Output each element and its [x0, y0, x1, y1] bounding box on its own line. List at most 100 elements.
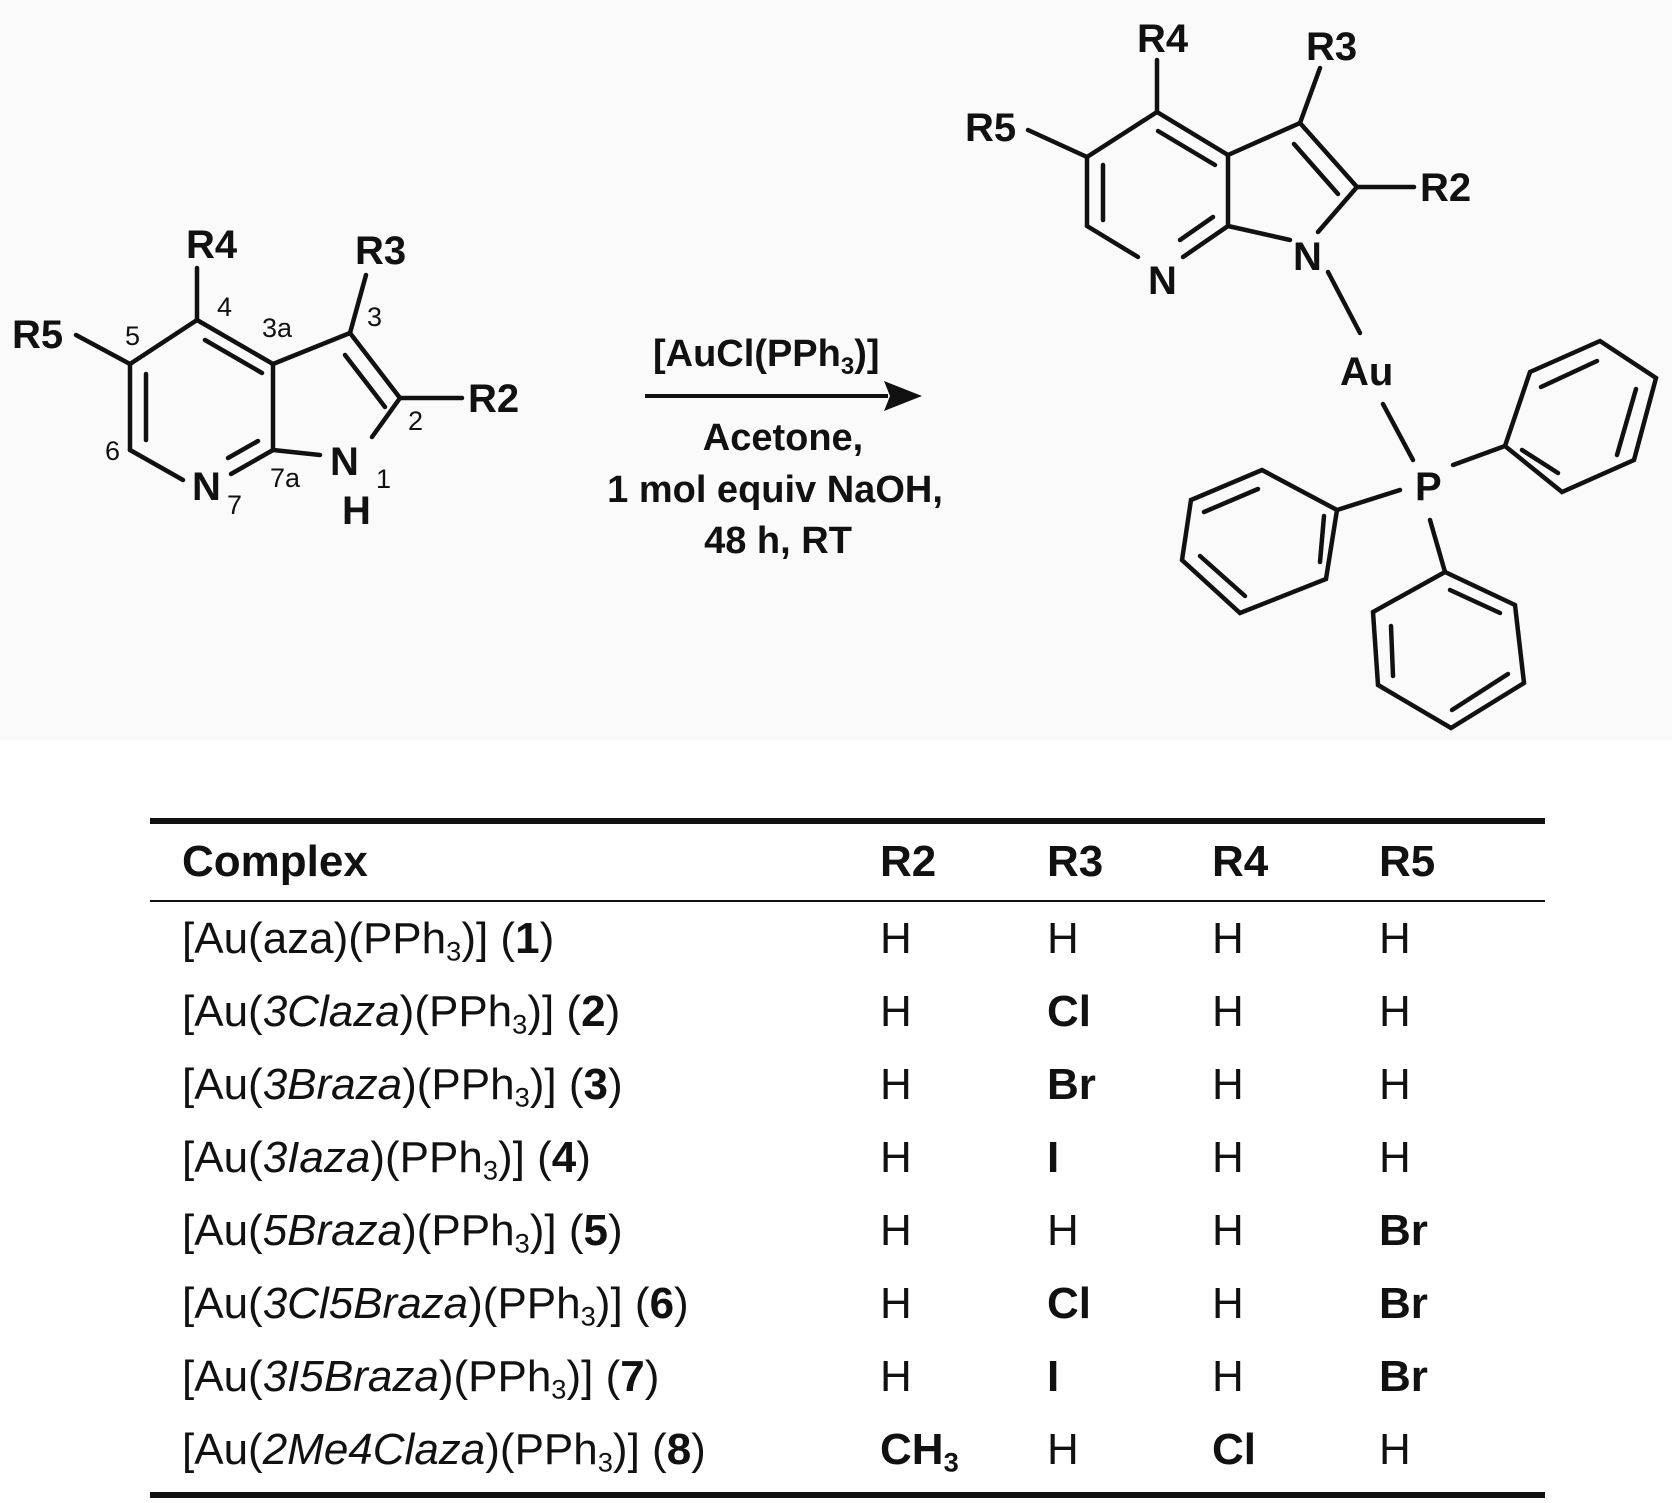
bond-r5 — [73, 332, 133, 367]
r4-cell-value: Cl — [1212, 1424, 1256, 1474]
formula-close: ) — [608, 1059, 623, 1109]
phenyl-2-db2 — [1197, 553, 1248, 599]
r2-cell: H — [880, 1048, 1047, 1121]
formula-prefix: [Au( — [182, 1132, 263, 1182]
formula-prefix: [Au( — [182, 913, 263, 963]
r4-cell: Cl — [1212, 1413, 1379, 1486]
r3-cell-value: I — [1047, 1132, 1060, 1182]
phenyl-ring-2 — [1179, 467, 1340, 616]
product-labels: R4 R3 R2 R5 N N Au P — [965, 17, 1471, 509]
formula-close: ) — [539, 913, 555, 963]
formula-close: ) — [605, 986, 621, 1036]
formula-subscript: 3 — [512, 1008, 528, 1040]
r3-cell-value: H — [1047, 913, 1079, 963]
ligand-name: 3Braza — [262, 1059, 403, 1109]
complex-number: 6 — [649, 1278, 675, 1328]
p-ph3-bond — [1427, 517, 1448, 575]
r2-cell: H — [880, 975, 1047, 1048]
bond-r3 — [347, 272, 369, 336]
r3-cell: I — [1047, 1121, 1212, 1194]
p-bond-c3-c2-inner — [1291, 141, 1341, 197]
r5-cell-value: H — [1379, 1424, 1411, 1474]
r2-cell: CH3 — [880, 1413, 1047, 1486]
ligand-name: 3Claza — [262, 986, 400, 1036]
bond-c7a-n7 — [228, 447, 276, 477]
ligand-name: 2Me4Claza — [262, 1424, 486, 1474]
locant-5: 5 — [125, 321, 140, 351]
r2-cell-value: H — [880, 1059, 912, 1109]
formula-suffix: )] ( — [527, 986, 582, 1036]
reactant-n1-atom: N — [330, 440, 359, 484]
locant-2: 2 — [408, 406, 423, 436]
header-r4: R4 — [1212, 837, 1269, 886]
formula-suffix: )] ( — [612, 1424, 667, 1474]
header-complex: Complex — [182, 837, 368, 886]
r3-cell-value: H — [1047, 1424, 1079, 1474]
complex-formula: [Au(aza)(PPh3)] (1) — [150, 902, 880, 975]
formula-close: ) — [644, 1351, 660, 1401]
r2-cell: H — [880, 902, 1047, 975]
r5-cell: H — [1379, 975, 1545, 1048]
r4-cell: H — [1212, 1267, 1379, 1340]
r5-cell: Br — [1379, 1194, 1545, 1267]
formula-prefix: [Au( — [182, 986, 263, 1036]
phenyl-ring-1 — [1502, 338, 1659, 495]
bond-n1-c7a — [270, 447, 323, 458]
ligand-name: aza — [262, 913, 334, 963]
r5-cell-value: H — [1379, 1132, 1411, 1182]
formula-prefix: [Au( — [182, 1278, 263, 1328]
r5-cell: H — [1379, 902, 1545, 975]
product-structure — [1025, 57, 1659, 731]
r5-cell: H — [1379, 1048, 1545, 1121]
r3-cell: H — [1047, 1194, 1212, 1267]
r2-cell-value: H — [880, 1205, 912, 1255]
r2-subscript: 3 — [943, 1446, 959, 1478]
r5-cell-value: H — [1379, 986, 1411, 1036]
phenyl-1-db3 — [1519, 447, 1561, 476]
r2-cell-value: H — [880, 1278, 912, 1328]
formula-prefix: [Au( — [182, 1351, 263, 1401]
r4-cell-value: H — [1212, 986, 1244, 1036]
r3-cell: H — [1047, 902, 1212, 975]
r5-cell-value: H — [1379, 1059, 1411, 1109]
formula-phosphine: )(PPh — [333, 913, 447, 963]
phosphorus-atom: P — [1415, 465, 1442, 509]
reactant-r4-label: R4 — [186, 223, 238, 267]
r2-cell-value: H — [880, 1351, 912, 1401]
r2-cell-value: H — [880, 1132, 912, 1182]
r4-cell-value: H — [1212, 913, 1244, 963]
complex-number: 5 — [583, 1205, 609, 1255]
p-bond-r3 — [1297, 65, 1323, 126]
formula-prefix: [Au( — [182, 1205, 263, 1255]
formula-prefix: [Au( — [182, 1059, 263, 1109]
complex-formula: [Au(2Me4Claza)(PPh3)] (8) — [150, 1413, 880, 1486]
phenyl-2-db1 — [1201, 486, 1261, 515]
r5-cell-value: H — [1379, 913, 1411, 963]
phenyl-3-db1 — [1388, 623, 1396, 679]
ligand-name: 3Iaza — [262, 1132, 371, 1182]
locant-1: 1 — [376, 464, 391, 494]
complex-formula: [Au(3Braza)(PPh3)] (3) — [150, 1048, 880, 1121]
ligand-name: 3I5Braza — [262, 1351, 439, 1401]
locant-6: 6 — [105, 436, 120, 466]
reactant-r5-label: R5 — [12, 313, 63, 357]
r3-cell: I — [1047, 1340, 1212, 1413]
r4-cell: H — [1212, 975, 1379, 1048]
r2-cell: H — [880, 1194, 1047, 1267]
formula-subscript: 3 — [597, 1446, 613, 1478]
condition-solvent: Acetone, — [703, 417, 863, 459]
r3-cell: Cl — [1047, 975, 1212, 1048]
header-rule — [150, 900, 1545, 902]
formula-subscript: 3 — [514, 1081, 530, 1113]
product-n-pyridine: N — [1148, 259, 1177, 303]
r3-cell-value: H — [1047, 1205, 1079, 1255]
table-bottom-rule — [150, 1492, 1545, 1498]
formula-suffix: )] ( — [529, 1205, 584, 1255]
complex-formula: [Au(3Iaza)(PPh3)] (4) — [150, 1121, 880, 1194]
r2-cell-value: H — [880, 913, 912, 963]
phenyl-ring-3 — [1370, 569, 1527, 731]
r5-cell: H — [1379, 1121, 1545, 1194]
product-r2-label: R2 — [1420, 166, 1471, 210]
